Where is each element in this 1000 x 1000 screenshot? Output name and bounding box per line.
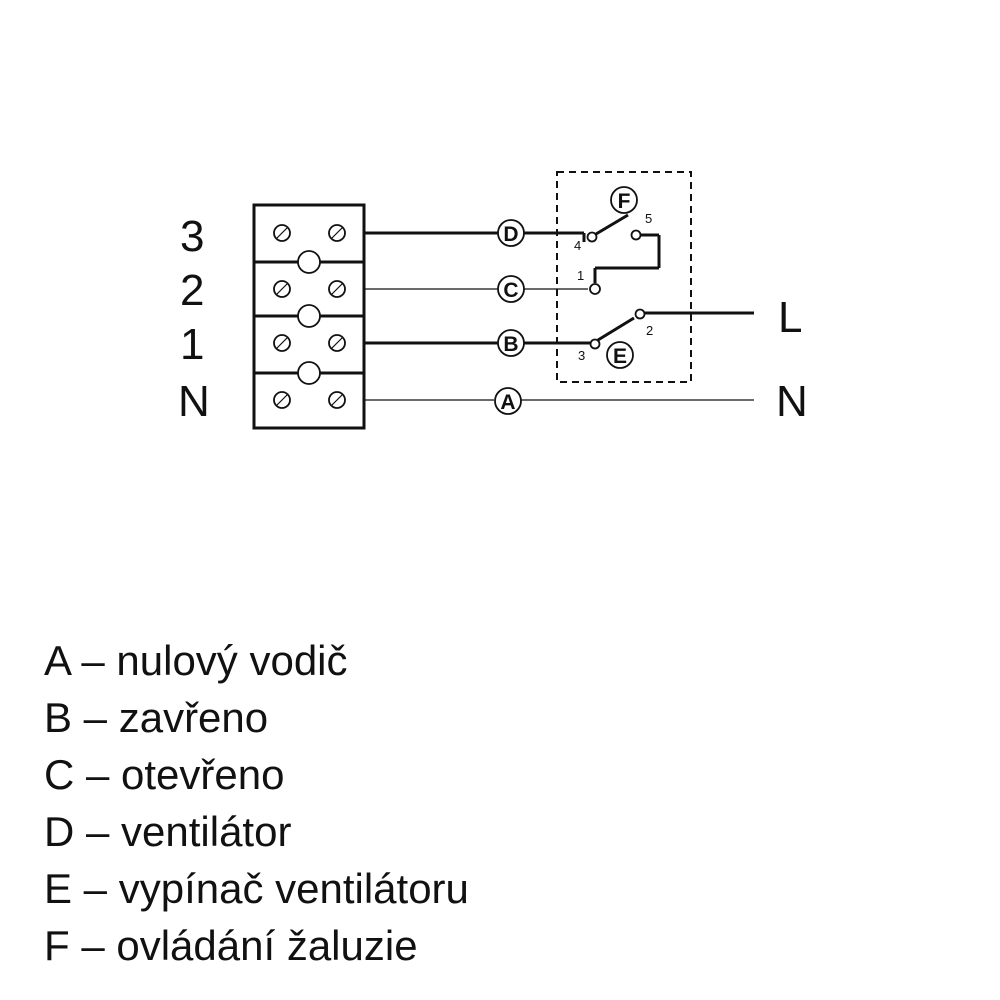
pin-c-in: 1 (577, 268, 584, 283)
node-c: C (497, 275, 525, 303)
terminal-block (252, 203, 366, 430)
node-a: A (494, 387, 522, 415)
node-f-label: F (618, 190, 631, 213)
node-d: D (497, 219, 525, 247)
node-c-label: C (503, 279, 518, 302)
legend-item-d: D – ventilátor (44, 808, 292, 855)
pin-e-left: 3 (578, 348, 585, 363)
row-label-1: 1 (180, 320, 204, 369)
pin-f-left: 4 (574, 238, 581, 253)
node-b-label: B (503, 333, 518, 356)
supply-neutral-label: N (776, 377, 808, 426)
switch-f: 4 5 1 F (574, 186, 661, 295)
switch-enclosure (556, 171, 692, 383)
legend: A – nulový vodič B – zavřeno C – otevřen… (44, 632, 469, 974)
pin-f-right: 5 (645, 211, 652, 226)
row-label-n: N (178, 377, 210, 426)
legend-item-e: E – vypínač ventilátoru (44, 865, 469, 912)
legend-item-a: A – nulový vodič (44, 637, 348, 684)
legend-item-c: C – otevřeno (44, 751, 285, 798)
row-label-3: 3 (180, 212, 204, 261)
wiring-diagram: 3 2 1 N D C B (178, 171, 808, 430)
row-label-2: 2 (180, 266, 204, 315)
node-a-label: A (500, 391, 515, 414)
supply-line-label: L (778, 293, 802, 342)
pin-e-right: 2 (646, 323, 653, 338)
legend-item-f: F – ovládání žaluzie (44, 922, 418, 969)
node-b: B (497, 329, 525, 357)
node-d-label: D (503, 223, 518, 246)
switch-e: 3 2 E (578, 308, 754, 369)
node-e-label: E (613, 345, 627, 368)
legend-item-b: B – zavřeno (44, 694, 269, 741)
